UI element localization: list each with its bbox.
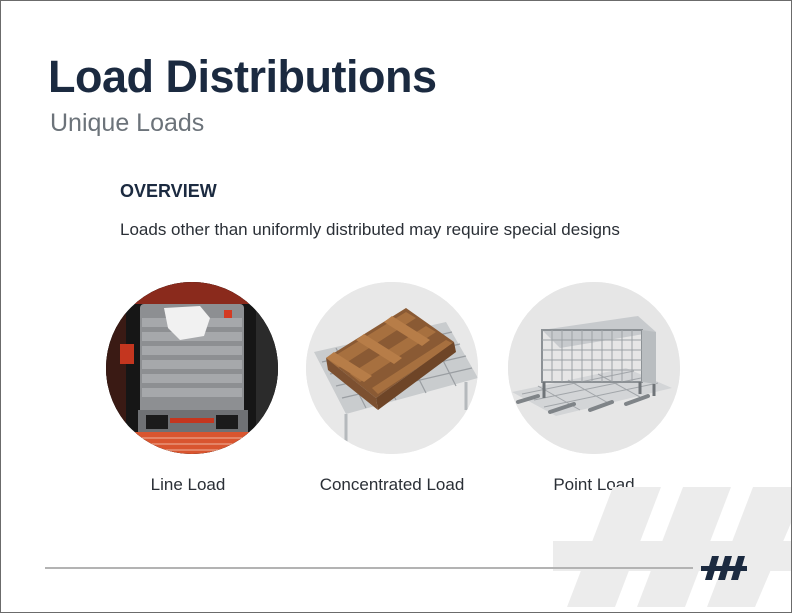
line-load-image (106, 282, 278, 454)
line-load-illustration (106, 282, 278, 454)
footer-divider (45, 567, 693, 569)
concentrated-load-image (306, 282, 478, 454)
section-heading: OVERVIEW (120, 181, 217, 201)
brand-watermark (553, 487, 791, 607)
concentrated-load-caption: Concentrated Load (319, 475, 465, 494)
point-load-image (508, 282, 680, 454)
overview-text: Loads other than uniformly distributed m… (120, 220, 620, 239)
line-load-caption: Line Load (150, 475, 226, 494)
slide-title: Load Distributions (48, 51, 437, 102)
slide-subtitle: Unique Loads (50, 109, 205, 137)
point-load-illustration (508, 282, 680, 454)
brand-logo-icon (701, 556, 747, 580)
concentrated-load-illustration (306, 282, 478, 454)
